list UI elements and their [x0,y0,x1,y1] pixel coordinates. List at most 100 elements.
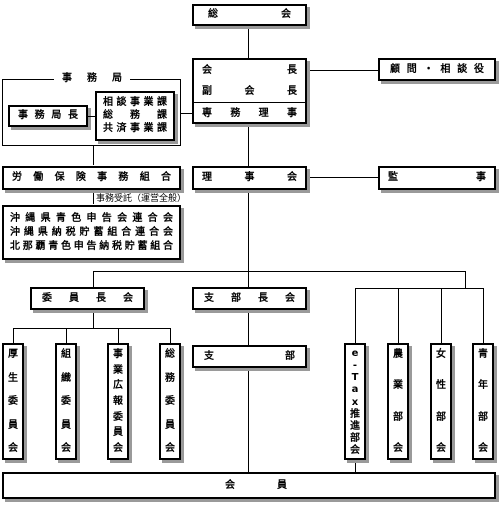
branch-chiefs-char-4: 会 [285,292,295,304]
branch-char-1: 支 [204,350,214,362]
committee-general-label: 総 務 委 員 会 [161,349,179,454]
section-mutual-aid-char-1: 共 [103,123,113,134]
division-women-label: 女 性 部 会 [432,349,450,454]
vice-chairman-char-3: 長 [287,85,297,97]
committee-welfare-char-1: 厚 [8,349,18,360]
executive-director-row: 専 務 理 事 [194,103,305,124]
board-char-2: 事 [244,172,255,183]
auditor-char-1: 監 [388,172,398,183]
committee-pr-char-3: 広 [113,380,123,392]
division-youth-char-1: 青 [478,349,488,360]
line-drop-div1 [355,288,356,343]
association-3: 北 那 覇 青 色 申 告 納 税 貯 蓄 組 合 [10,240,173,253]
line-branch-divisions [355,288,483,289]
secretariat-title-char-1: 事 [62,73,72,84]
line-branch-top [93,271,465,272]
association-1-char-7: 告 [101,212,112,224]
secretariat-chief-box: 事 務 局 長 [8,105,88,127]
labor-insurance-char-2: 働 [33,172,44,183]
committee-pr-box: 事 業 広 報 委 員 会 [107,343,129,460]
association-3-char-2: 那 [22,240,33,252]
association-2-char-11: 合 [149,226,160,238]
line-drop-div2 [398,288,399,343]
members-char-2: 員 [277,479,287,491]
secretariat-title-char-2: 務 [87,73,97,84]
committee-chairs-box: 委 員 長 会 [30,287,145,310]
branch-chiefs-char-2: 部 [231,292,241,304]
division-youth-char-4: 会 [478,442,488,454]
division-etax-char-6: 推 [350,408,360,420]
committee-chairs-char-1: 委 [42,292,52,304]
association-2-char-3: 県 [37,226,48,238]
branch-chiefs-box: 支 部 長 会 [192,287,307,310]
line-chief-sections [88,116,95,117]
section-general-affairs-char-2: 務 [130,110,140,121]
division-etax-char-8: 部 [350,432,360,444]
labor-insurance-char-8: 合 [160,172,171,183]
secretariat-chief-char-2: 務 [34,110,45,121]
committee-organization-label: 組 織 委 員 会 [57,349,75,454]
association-1-char-4: 青 [55,212,66,224]
consignment-label: 事務受託（運営全般） [96,193,187,205]
vice-chairman-char-2: 会 [244,85,255,97]
labor-insurance-char-5: 事 [97,172,108,183]
board-box: 理 事 会 [192,166,307,190]
committee-chairs-char-2: 員 [69,292,79,304]
chairman-row: 会 長 [194,60,305,81]
association-3-char-1: 北 [10,240,20,252]
committee-general-box: 総 務 委 員 会 [159,343,181,460]
association-2-char-12: 会 [162,226,173,238]
association-3-char-6: 申 [73,240,84,252]
advisor-char-6: 役 [473,63,484,75]
labor-insurance-char-6: 務 [118,172,129,183]
division-etax-label: e - T a x 推 進 部 会 [346,348,364,456]
vice-chairman-char-1: 副 [202,85,212,97]
line-kaicho-komon [306,70,378,71]
line-drop-div4 [483,288,484,343]
division-etax-char-9: 会 [350,445,360,456]
line-roudou-assoc [93,190,94,204]
vice-chairman-row: 副 会 長 [194,81,305,102]
branch-box: 支 部 [192,345,307,368]
executive-director-char-1: 専 [202,107,212,119]
line-drop-com1 [13,328,14,343]
line-drop-div3 [441,288,442,343]
section-mutual-aid-char-3: 事 [130,123,140,134]
association-3-char-12: 組 [150,240,161,252]
committee-pr-char-5: 委 [113,411,123,423]
committee-welfare-label: 厚 生 委 員 会 [4,349,22,454]
division-women-char-3: 部 [436,411,446,423]
auditor-box: 監 事 [378,166,496,190]
secretariat-chief-char-1: 事 [18,110,28,121]
secretariat-chief-char-4: 長 [67,110,78,121]
section-mutual-aid: 共 済 事 業 課 [103,123,167,135]
advisor-box: 顧 問 ・ 相 談 役 [378,58,496,81]
division-agriculture-char-3: 部 [393,411,403,423]
committee-general-char-3: 委 [165,396,175,407]
committee-welfare-char-2: 生 [8,372,18,384]
association-2-char-10: 連 [135,226,146,238]
division-youth-char-3: 部 [478,411,488,423]
association-3-char-4: 青 [48,240,59,252]
association-1-char-1: 沖 [10,212,20,224]
general-assembly-char-1: 総 [208,9,218,20]
committee-chairs-char-4: 会 [123,292,133,304]
line-senmu-jimukyoku [181,113,192,114]
general-assembly-box: 総 会 [192,4,307,26]
executive-director-char-4: 事 [286,107,297,119]
executive-director-char-2: 務 [230,107,241,119]
association-2-char-6: 貯 [79,226,90,238]
section-consultation-char-3: 事 [130,97,140,108]
secretariat-chief-char-3: 局 [51,110,62,121]
committee-organization-char-2: 織 [61,372,71,384]
division-women-char-4: 会 [436,442,446,454]
association-2-char-7: 蓄 [93,226,104,238]
division-women-char-1: 女 [436,349,446,360]
association-1-char-3: 県 [40,212,51,224]
line-iinchokai-down [93,310,94,328]
committee-welfare-char-4: 員 [8,419,18,431]
association-3-char-7: 告 [86,240,97,252]
secretariat-title: 事 務 局 [54,73,130,85]
association-2-char-9: 合 [121,226,132,238]
division-youth-label: 青 年 部 会 [474,349,492,454]
